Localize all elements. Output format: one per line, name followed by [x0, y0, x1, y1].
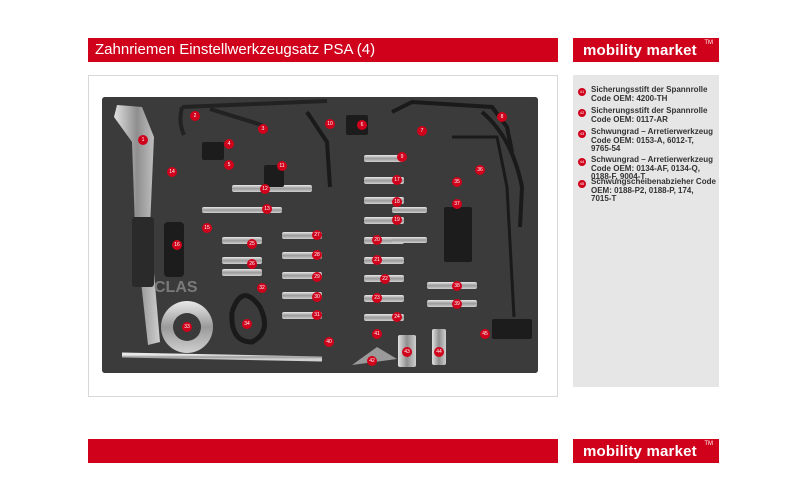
part-marker: 33	[182, 322, 192, 332]
logo-trademark: TM	[704, 40, 713, 46]
logo-text: mobility market	[583, 42, 697, 59]
part-marker: 4	[224, 139, 234, 149]
part-marker: 31	[312, 310, 322, 320]
part-marker: 14	[167, 167, 177, 177]
part-marker: 39	[452, 299, 462, 309]
part-marker: 21	[372, 255, 382, 265]
product-photo-tool-tray: CLAS 1 2 3 4 5 6 7 8 9 10 11 12 13 14 15…	[102, 97, 538, 373]
part-marker: 22	[380, 274, 390, 284]
part-marker: 9	[397, 152, 407, 162]
legend-number: 44	[578, 158, 586, 166]
part-marker: 45	[480, 329, 490, 339]
part-marker: 3	[258, 124, 268, 134]
legend-text: Sicherungsstift der Spannrolle Code OEM:…	[591, 106, 708, 124]
legend-text: Schwungscheibenabzieher Code OEM: 0188-P…	[591, 177, 716, 203]
legend-text: Sicherungsstift der Spannrolle Code OEM:…	[591, 85, 708, 103]
part-marker: 5	[224, 160, 234, 170]
part-marker: 11	[277, 161, 287, 171]
part-marker: 35	[452, 177, 462, 187]
part-marker: 20	[372, 235, 382, 245]
part-marker: 18	[392, 197, 402, 207]
part-marker: 6	[357, 120, 367, 130]
part-marker: 16	[172, 240, 182, 250]
part-marker: 43	[402, 347, 412, 357]
part-marker: 13	[262, 204, 272, 214]
brand-stamp: CLAS	[154, 279, 198, 296]
legend-number: 42	[578, 109, 586, 117]
part-marker: 29	[312, 272, 322, 282]
parts-legend-sidebar: 41 Sicherungsstift der Spannrolle Code O…	[573, 75, 719, 387]
part-marker: 26	[247, 259, 257, 269]
part-marker: 41	[372, 329, 382, 339]
part-marker: 32	[257, 283, 267, 293]
brand-logo: mobility market TM	[573, 38, 719, 62]
part-marker: 17	[392, 175, 402, 185]
page-title: Zahnriemen Einstellwerkzeugsatz PSA (4)	[95, 41, 376, 58]
part-marker: 15	[202, 223, 212, 233]
part-marker: 2	[190, 111, 200, 121]
part-marker: 30	[312, 292, 322, 302]
part-marker: 34	[242, 319, 252, 329]
part-marker: 8	[497, 112, 507, 122]
legend-text: Schwungrad – Arretierwerkzeug Code OEM: …	[591, 155, 713, 181]
part-marker: 19	[392, 215, 402, 225]
part-marker: 25	[247, 239, 257, 249]
part-marker: 38	[452, 281, 462, 291]
legend-text: Schwungrad – Arretierwerkzeug Code OEM: …	[591, 127, 713, 153]
part-marker: 10	[325, 119, 335, 129]
logo-text: mobility market	[583, 443, 697, 460]
part-marker: 42	[367, 356, 377, 366]
part-marker: 37	[452, 199, 462, 209]
brand-logo-footer: mobility market TM	[573, 439, 719, 463]
part-marker: 12	[260, 184, 270, 194]
part-marker: 1	[138, 135, 148, 145]
part-marker: 44	[434, 347, 444, 357]
part-marker: 23	[372, 293, 382, 303]
part-marker: 24	[392, 312, 402, 322]
legend-number: 45	[578, 180, 586, 188]
title-bar: Zahnriemen Einstellwerkzeugsatz PSA (4)	[88, 38, 558, 62]
legend-number: 41	[578, 88, 586, 96]
part-marker: 36	[475, 165, 485, 175]
part-marker: 28	[312, 250, 322, 260]
part-marker: 27	[312, 230, 322, 240]
legend-number: 43	[578, 130, 586, 138]
logo-trademark: TM	[704, 441, 713, 447]
part-marker: 40	[324, 337, 334, 347]
part-marker: 7	[417, 126, 427, 136]
spanner-wrench	[114, 105, 160, 345]
footer-bar	[88, 439, 558, 463]
